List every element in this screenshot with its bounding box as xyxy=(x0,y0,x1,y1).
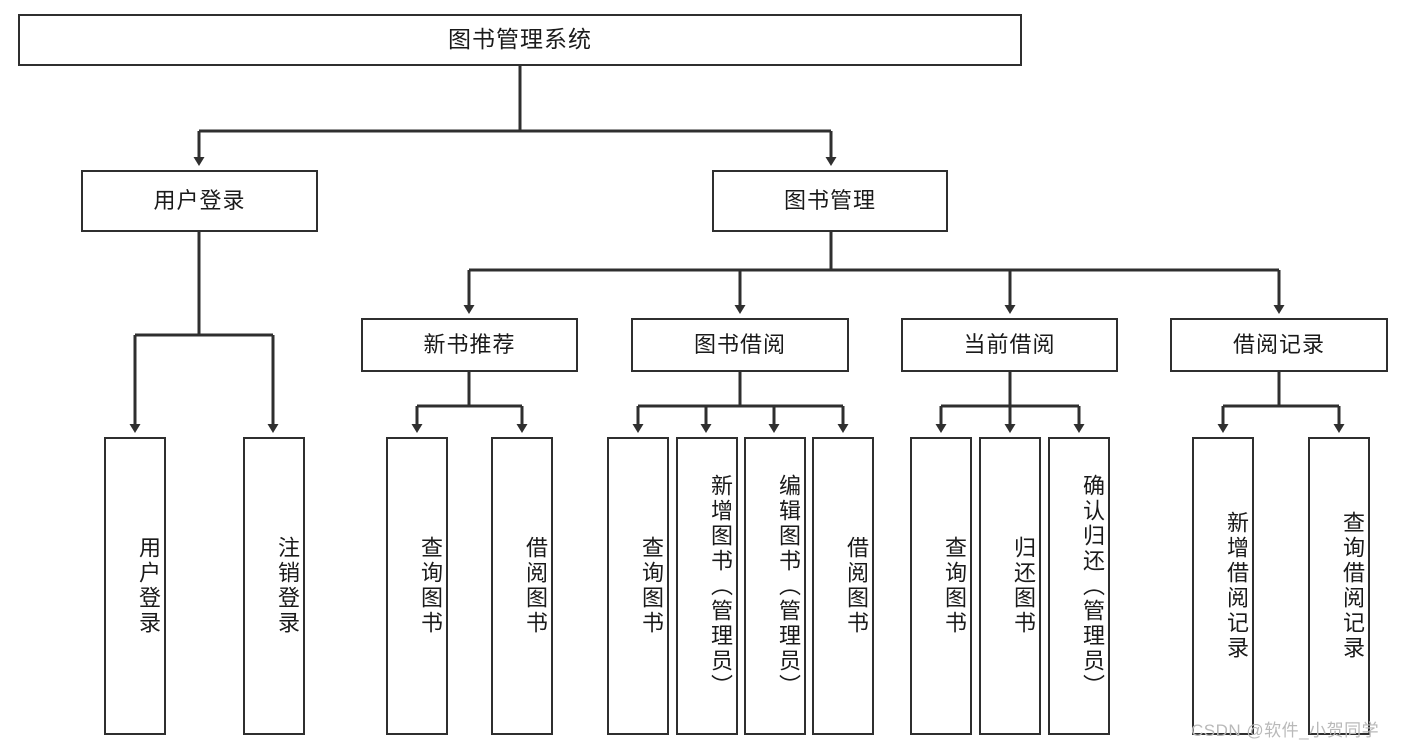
node-label: 当前借阅 xyxy=(963,331,1056,357)
node-root-book-management-system[interactable]: 图书管理系统 xyxy=(18,14,1022,66)
node-book-management[interactable]: 图书管理 xyxy=(712,170,948,232)
node-label: 确认归还（管理员） xyxy=(1080,473,1105,699)
node-label: 图书管理系统 xyxy=(448,26,592,53)
node-label: 新增借阅记录 xyxy=(1224,511,1249,661)
node-user-login[interactable]: 用户登录 xyxy=(81,170,318,232)
node-label: 查询图书 xyxy=(942,536,967,636)
node-label: 用户登录 xyxy=(136,536,161,636)
node-label: 新增图书（管理员） xyxy=(708,473,733,699)
node-leaf-edit-book[interactable]: 编辑图书（管理员） xyxy=(744,437,806,735)
node-label: 借阅图书 xyxy=(844,536,869,636)
node-leaf-return-book[interactable]: 归还图书 xyxy=(979,437,1041,735)
node-new-book-recommendation[interactable]: 新书推荐 xyxy=(361,318,578,372)
node-leaf-add-book[interactable]: 新增图书（管理员） xyxy=(676,437,738,735)
node-label: 图书管理 xyxy=(783,187,876,213)
node-label: 用户登录 xyxy=(153,187,246,213)
node-leaf-query-borrow-record[interactable]: 查询借阅记录 xyxy=(1308,437,1370,735)
node-current-borrowing[interactable]: 当前借阅 xyxy=(901,318,1118,372)
node-label: 借阅图书 xyxy=(523,536,548,636)
node-leaf-borrow-book-recommendation[interactable]: 借阅图书 xyxy=(491,437,553,735)
node-label: 注销登录 xyxy=(275,536,300,636)
node-leaf-add-borrow-record[interactable]: 新增借阅记录 xyxy=(1192,437,1254,735)
node-leaf-query-book-borrowing[interactable]: 查询图书 xyxy=(607,437,669,735)
node-label: 归还图书 xyxy=(1011,536,1036,636)
node-label: 新书推荐 xyxy=(423,331,516,357)
node-leaf-query-book-current[interactable]: 查询图书 xyxy=(910,437,972,735)
node-leaf-user-logout[interactable]: 注销登录 xyxy=(243,437,305,735)
node-label: 图书借阅 xyxy=(693,331,786,357)
node-leaf-query-book-recommendation[interactable]: 查询图书 xyxy=(386,437,448,735)
csdn-watermark: CSDN @软件_小贺同学 xyxy=(1191,721,1380,740)
node-borrowing-record[interactable]: 借阅记录 xyxy=(1170,318,1388,372)
node-leaf-user-login[interactable]: 用户登录 xyxy=(104,437,166,735)
node-label: 查询图书 xyxy=(418,536,443,636)
node-label: 查询图书 xyxy=(639,536,664,636)
node-label: 借阅记录 xyxy=(1232,331,1325,357)
node-label: 查询借阅记录 xyxy=(1340,511,1365,661)
node-leaf-confirm-return[interactable]: 确认归还（管理员） xyxy=(1048,437,1110,735)
node-label: 编辑图书（管理员） xyxy=(776,473,801,699)
node-leaf-borrow-book[interactable]: 借阅图书 xyxy=(812,437,874,735)
node-book-borrowing[interactable]: 图书借阅 xyxy=(631,318,849,372)
